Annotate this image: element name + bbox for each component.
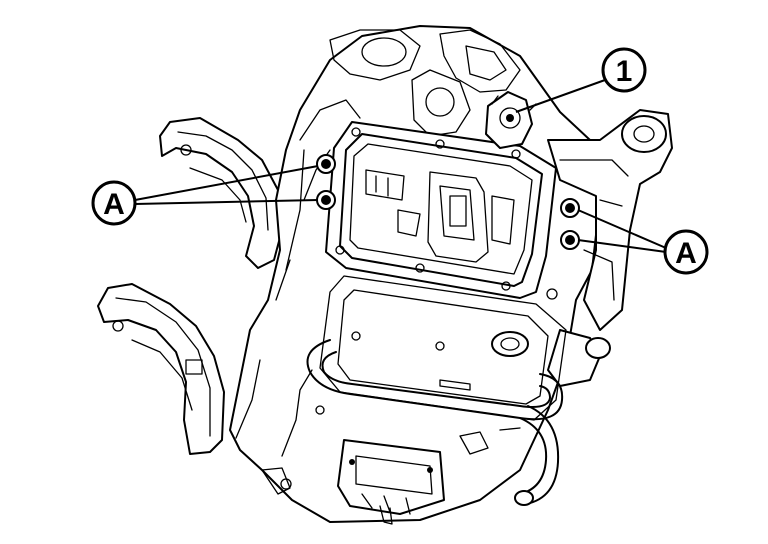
- coolant-tube: [306, 339, 564, 506]
- callout-1-label: 1: [616, 55, 633, 88]
- lower-frame: [319, 275, 567, 421]
- callout-a-right-label: A: [675, 237, 697, 270]
- bolts-a-right: [560, 198, 580, 250]
- bolts-a-left: [316, 154, 336, 210]
- left-upper-bracket: [159, 117, 283, 269]
- callout-a-right: A: [663, 229, 709, 275]
- callout-a-left-label: A: [103, 188, 125, 221]
- callout-a-left: A: [91, 180, 137, 226]
- part-1-connector: [485, 91, 537, 149]
- bottom-connector: [337, 439, 445, 525]
- housing-edge-details: [235, 359, 521, 495]
- callout-1: 1: [601, 47, 647, 93]
- left-lower-bracket: [97, 283, 225, 455]
- callout-leaders: [134, 79, 667, 253]
- right-side-bracket: [547, 109, 673, 387]
